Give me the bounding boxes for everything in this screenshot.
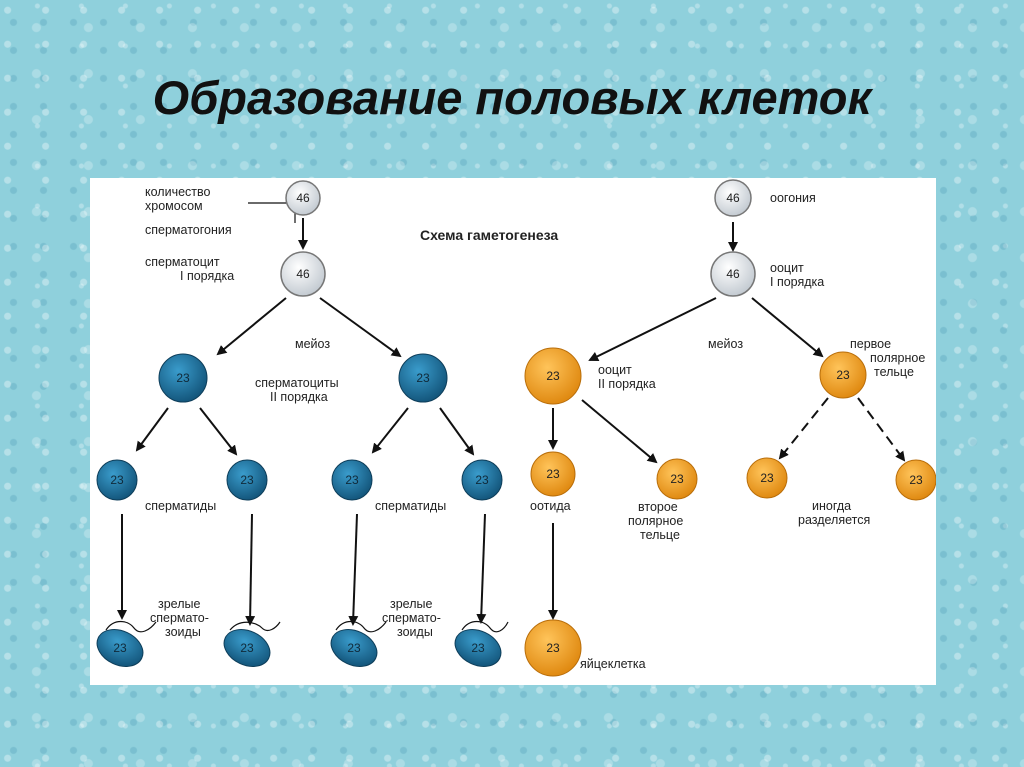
diagram-panel: Схема гаметогенеза количество хромосом с… bbox=[90, 178, 937, 685]
arrow bbox=[199, 407, 238, 456]
label-mature-left-2: спермато- bbox=[150, 611, 209, 625]
egg-cell bbox=[524, 619, 582, 677]
label-second-polar-3: тельце bbox=[640, 528, 680, 542]
label-spermatids-left: сперматиды bbox=[145, 499, 216, 513]
cell-count: 23 bbox=[909, 473, 923, 487]
cell-count: 23 bbox=[345, 473, 359, 487]
arrow-dashed bbox=[778, 397, 829, 460]
label-mature-left-1: зрелые bbox=[158, 597, 200, 611]
label-spermatocyte-1b: I порядка bbox=[180, 269, 234, 283]
label-oocyte-2a: ооцит bbox=[598, 363, 632, 377]
label-oocyte-2b: II порядка bbox=[598, 377, 656, 391]
cell-count: 46 bbox=[296, 267, 310, 281]
label-ootid: оотида bbox=[530, 499, 571, 513]
oocyte-1-cell bbox=[710, 251, 756, 297]
spermatozoon: 23 bbox=[454, 620, 509, 667]
cell-count: 23 bbox=[240, 473, 254, 487]
label-chromosome-count-1: количество bbox=[145, 185, 211, 199]
cell-count: 23 bbox=[760, 471, 774, 485]
second-polar-body-cell bbox=[656, 458, 698, 500]
label-oocyte-1a: ооцит bbox=[770, 261, 804, 275]
cell-count: 23 bbox=[110, 473, 124, 487]
cell-count: 23 bbox=[240, 641, 254, 655]
spermatozoon: 23 bbox=[223, 621, 281, 667]
arrow bbox=[371, 407, 409, 454]
ootid-cell bbox=[530, 451, 576, 497]
label-sometimes-1: иногда bbox=[812, 499, 851, 513]
label-meiosis-right: мейоз bbox=[708, 337, 743, 351]
arrow-dashed bbox=[857, 397, 906, 462]
arrow bbox=[319, 297, 402, 358]
cell-count: 23 bbox=[670, 472, 684, 486]
arrow bbox=[135, 407, 169, 452]
scheme-title: Схема гаметогенеза bbox=[420, 227, 558, 243]
spermatid-cell bbox=[461, 459, 503, 501]
first-polar-body-cell bbox=[819, 351, 867, 399]
cell-count: 23 bbox=[113, 641, 127, 655]
spermatocyte-2-cell bbox=[158, 353, 208, 403]
label-second-polar-2: полярное bbox=[628, 514, 683, 528]
label-second-polar-1: второе bbox=[638, 500, 678, 514]
label-chromosome-count-2: хромосом bbox=[145, 199, 203, 213]
arrow bbox=[588, 297, 717, 361]
arrow bbox=[439, 407, 475, 456]
label-first-polar-2: полярное bbox=[870, 351, 925, 365]
spermatogonia-cell bbox=[285, 180, 321, 216]
spermatid-cell bbox=[226, 459, 268, 501]
arrow bbox=[245, 513, 256, 626]
slide-title: Образование половых клеток bbox=[152, 71, 872, 124]
spermatid-cell bbox=[96, 459, 138, 501]
oocyte-2-cell bbox=[524, 347, 582, 405]
cell-count: 23 bbox=[475, 473, 489, 487]
arrow bbox=[476, 513, 487, 624]
cell-count: 23 bbox=[471, 641, 485, 655]
label-sometimes-2: разделяется bbox=[798, 513, 870, 527]
cell-count: 46 bbox=[296, 191, 310, 205]
label-mature-right-1: зрелые bbox=[390, 597, 432, 611]
oogonia-cell bbox=[714, 179, 752, 217]
spermatozoon: 23 bbox=[96, 620, 157, 667]
label-first-polar-3: тельце bbox=[874, 365, 914, 379]
label-spermatocytes-2b: II порядка bbox=[270, 390, 328, 404]
label-mature-left-3: зоиды bbox=[165, 625, 201, 639]
label-first-polar-1: первое bbox=[850, 337, 891, 351]
label-meiosis-left: мейоз bbox=[295, 337, 330, 351]
label-spermatocyte-1a: сперматоцит bbox=[145, 255, 220, 269]
label-spermatocytes-2a: сперматоциты bbox=[255, 376, 339, 390]
arrow bbox=[751, 297, 824, 358]
label-spermatids-right: сперматиды bbox=[375, 499, 446, 513]
cell-count: 23 bbox=[546, 369, 560, 383]
label-oogonia: оогония bbox=[770, 191, 816, 205]
spermatozoon: 23 bbox=[330, 620, 387, 667]
spermatocyte-1-cell bbox=[280, 251, 326, 297]
arrow bbox=[216, 297, 287, 356]
label-spermatogonia: сперматогония bbox=[145, 223, 232, 237]
label-egg: яйцеклетка bbox=[580, 657, 646, 671]
label-mature-right-3: зоиды bbox=[397, 625, 433, 639]
arrow bbox=[581, 399, 658, 464]
gametogenesis-diagram: Схема гаметогенеза количество хромосом с… bbox=[96, 179, 937, 677]
cell-count: 46 bbox=[726, 191, 740, 205]
label-oocyte-1b: I порядка bbox=[770, 275, 824, 289]
arrow bbox=[348, 513, 359, 626]
cell-count: 23 bbox=[416, 371, 430, 385]
cell-count: 46 bbox=[726, 267, 740, 281]
label-mature-right-2: спермато- bbox=[382, 611, 441, 625]
cell-count: 23 bbox=[546, 641, 560, 655]
cell-count: 23 bbox=[347, 641, 361, 655]
cell-count: 23 bbox=[546, 467, 560, 481]
cell-count: 23 bbox=[836, 368, 850, 382]
spermatocyte-2-cell bbox=[398, 353, 448, 403]
polar-body-division-cell bbox=[746, 457, 788, 499]
cell-count: 23 bbox=[176, 371, 190, 385]
spermatid-cell bbox=[331, 459, 373, 501]
